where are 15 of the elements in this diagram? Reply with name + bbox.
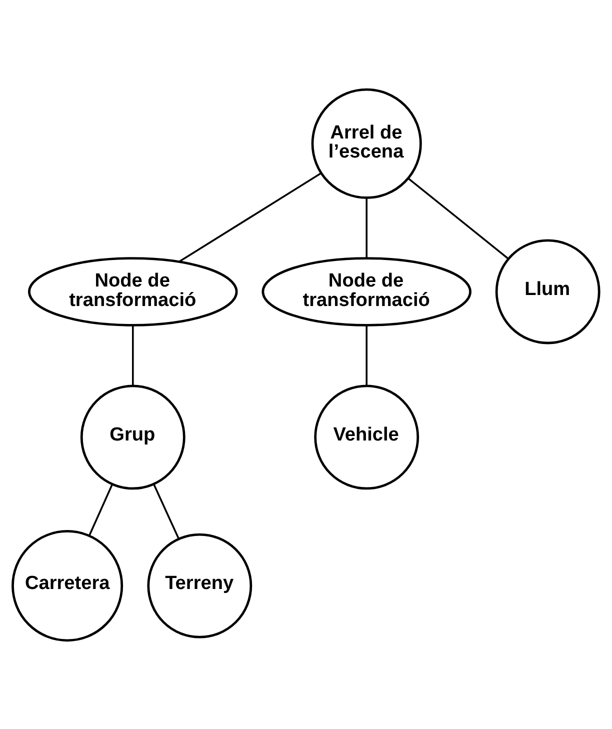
node-circle: Grup [80, 384, 186, 490]
connector [179, 172, 322, 262]
connector [88, 483, 114, 536]
connector [366, 325, 368, 385]
node-circle: Terreny [147, 532, 252, 638]
connector [408, 177, 509, 259]
connector [153, 483, 180, 539]
node-circle: Arrel de l’escena [311, 88, 422, 198]
node-circle: Vehicle [314, 384, 420, 490]
connector [132, 325, 134, 385]
node-ellipse: Node de transformació [262, 256, 472, 326]
node-circle: Carretera [12, 530, 124, 642]
connector [366, 197, 368, 258]
node-circle: Llum [495, 238, 600, 344]
node-ellipse: Node de transformació [28, 256, 238, 326]
